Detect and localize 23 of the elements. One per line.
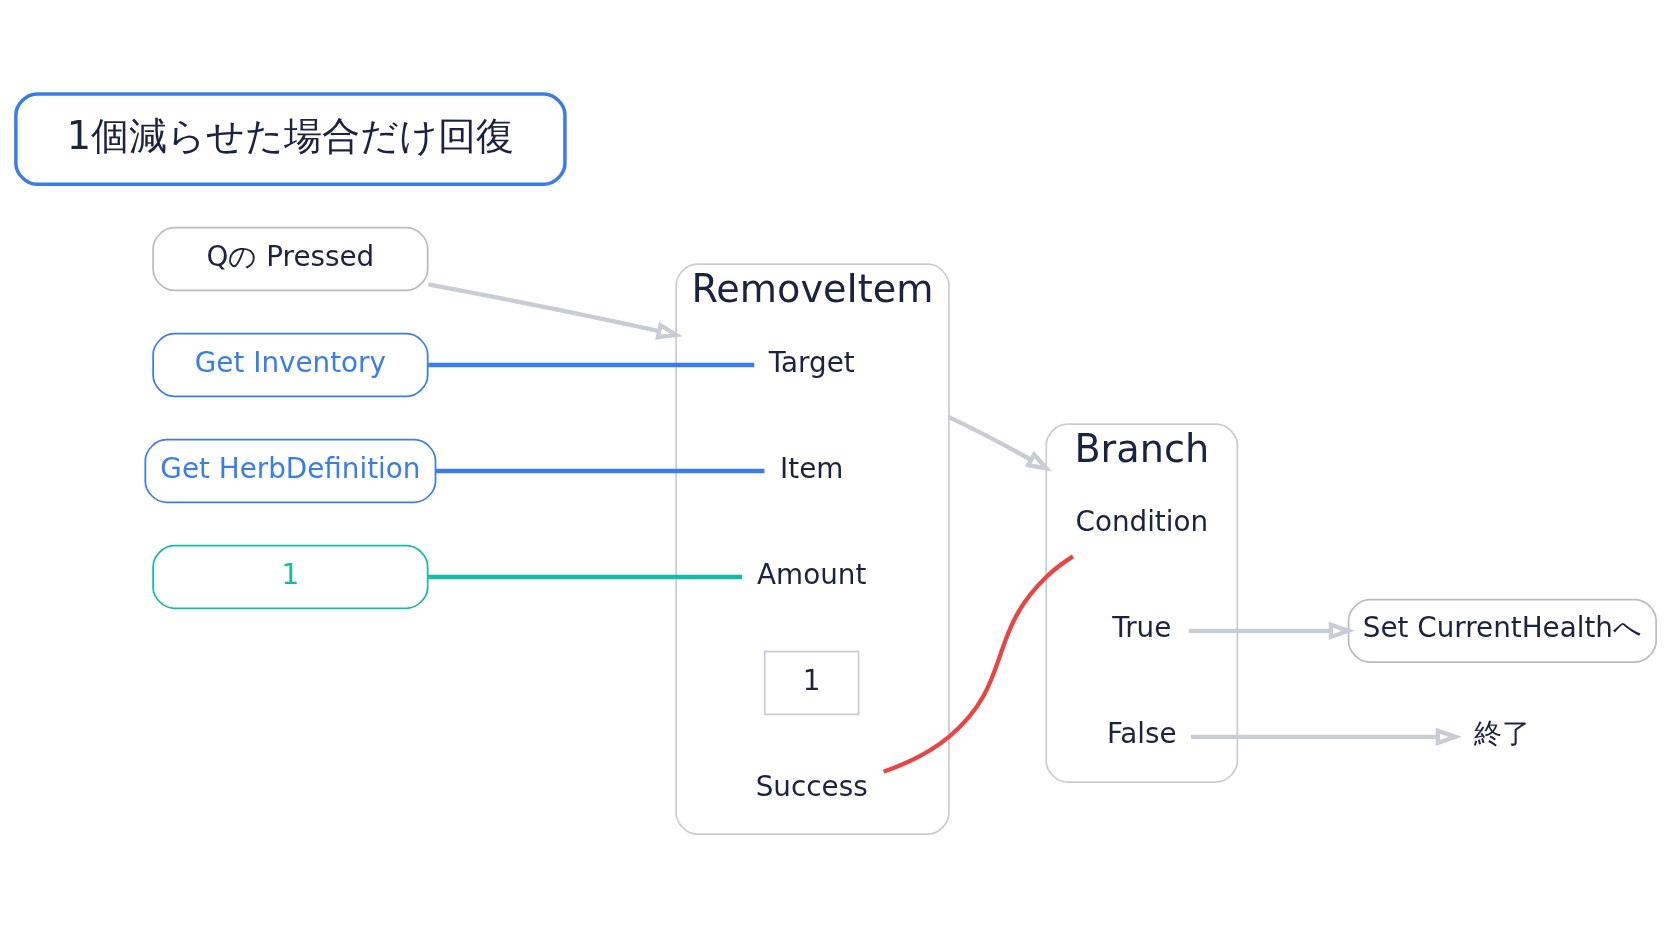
node-text: False bbox=[1106, 716, 1177, 750]
node-box: Get Inventory bbox=[152, 332, 429, 397]
node-box: Get HerbDefinition bbox=[144, 438, 437, 503]
node-box: Set CurrentHealthへ bbox=[1347, 598, 1657, 663]
node-text: True bbox=[1112, 610, 1172, 644]
node-text: Target bbox=[768, 345, 855, 379]
node-box: 1個減らせた場合だけ回復 bbox=[14, 91, 567, 186]
arrow bbox=[948, 414, 1052, 472]
node-box: Qの Pressed bbox=[152, 226, 429, 291]
arrow bbox=[427, 281, 683, 340]
node-text: 終了 bbox=[1474, 716, 1531, 750]
node-text: Success bbox=[755, 769, 868, 803]
arrow bbox=[1188, 621, 1355, 640]
node-text: Condition bbox=[1075, 504, 1209, 538]
connector bbox=[882, 554, 1075, 774]
node-text: Item bbox=[780, 451, 844, 485]
connector bbox=[428, 362, 755, 367]
node-box: 1 bbox=[152, 544, 429, 609]
connector bbox=[428, 574, 742, 579]
node-text: Amount bbox=[757, 557, 867, 591]
node-box: 1 bbox=[763, 650, 860, 715]
connector bbox=[435, 468, 765, 473]
arrow bbox=[1190, 727, 1462, 746]
